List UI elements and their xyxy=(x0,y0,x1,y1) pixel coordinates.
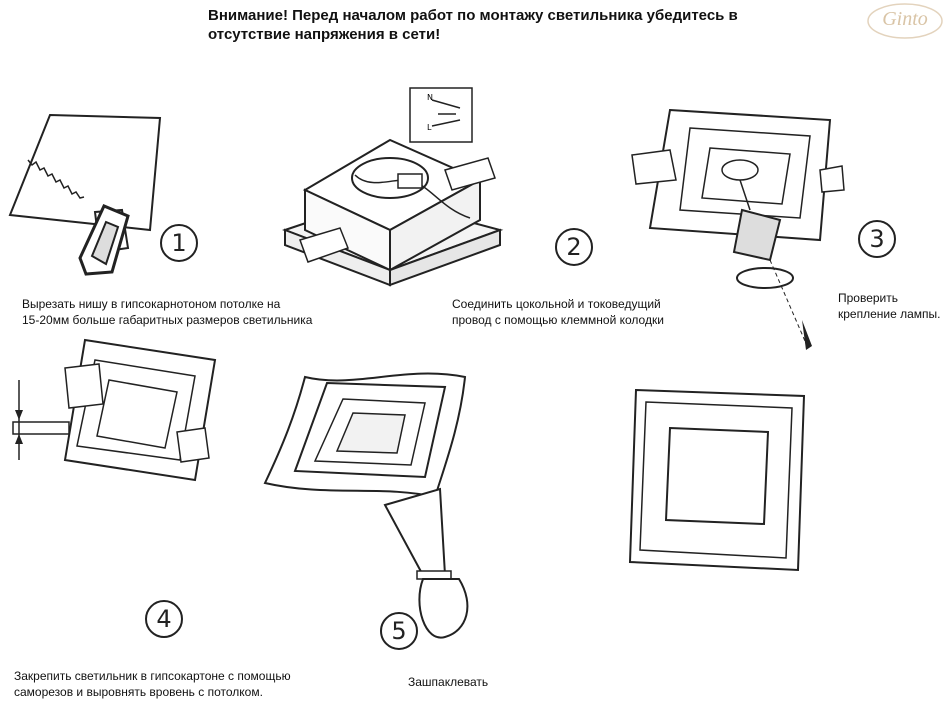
step-4-number: 4 xyxy=(145,600,183,638)
step-5-illustration xyxy=(263,372,469,639)
wiring-label-n: N xyxy=(427,93,433,102)
step-5-caption: Зашпаклевать xyxy=(408,674,488,690)
step-4-caption-line-1: Закрепить светильник в гипсокартоне с по… xyxy=(14,669,291,683)
step-1-caption-line-2: 15-20мм больше габаритных размеров свети… xyxy=(22,313,313,327)
step-2-number: 2 xyxy=(555,228,593,266)
warning-heading: Внимание! Перед началом работ по монтажу… xyxy=(208,6,828,44)
step-1-caption: Вырезать нишу в гипсокарнотоном потолке … xyxy=(22,296,312,328)
step-5-caption-line-1: Зашпаклевать xyxy=(408,675,489,689)
step-3-caption-line-2: крепление лампы. xyxy=(838,307,941,321)
step-3-number: 3 xyxy=(858,220,896,258)
step-3-caption: Проверить крепление лампы. xyxy=(838,290,941,322)
connector-block xyxy=(397,173,423,189)
step-3-illustration xyxy=(631,108,845,350)
wiring-diagram-box xyxy=(409,87,473,143)
step-1-number: 1 xyxy=(160,224,198,262)
wiring-label-l: L xyxy=(427,123,432,132)
step-1-caption-line-1: Вырезать нишу в гипсокарнотоном потолке … xyxy=(22,297,281,311)
step-2-caption: Соединить цокольной и токоведущий провод… xyxy=(452,296,664,328)
warning-line-1: Внимание! Перед началом работ по монтажу… xyxy=(208,7,738,24)
step-4-caption: Закрепить светильник в гипсокартоне с по… xyxy=(14,668,291,700)
finished-fixture-illustration xyxy=(628,388,806,572)
step-5-number: 5 xyxy=(380,612,418,650)
step-2-caption-line-1: Соединить цокольной и токоведущий xyxy=(452,297,661,311)
logo-oval xyxy=(867,3,943,39)
step-4-caption-line-2: саморезов и выровнять вровень с потолком… xyxy=(14,685,263,699)
step-3-caption-line-1: Проверить xyxy=(838,291,899,305)
step-1-illustration xyxy=(8,113,162,276)
step-2-caption-line-2: провод с помощью клеммной колодки xyxy=(452,313,664,327)
logo-text: Ginto xyxy=(882,8,928,30)
brand-logo: Ginto xyxy=(866,2,944,40)
warning-line-2: отсутствие напряжения в сети! xyxy=(208,26,441,43)
step-2-illustration: N L xyxy=(282,87,504,287)
step-4-illustration xyxy=(12,338,217,482)
